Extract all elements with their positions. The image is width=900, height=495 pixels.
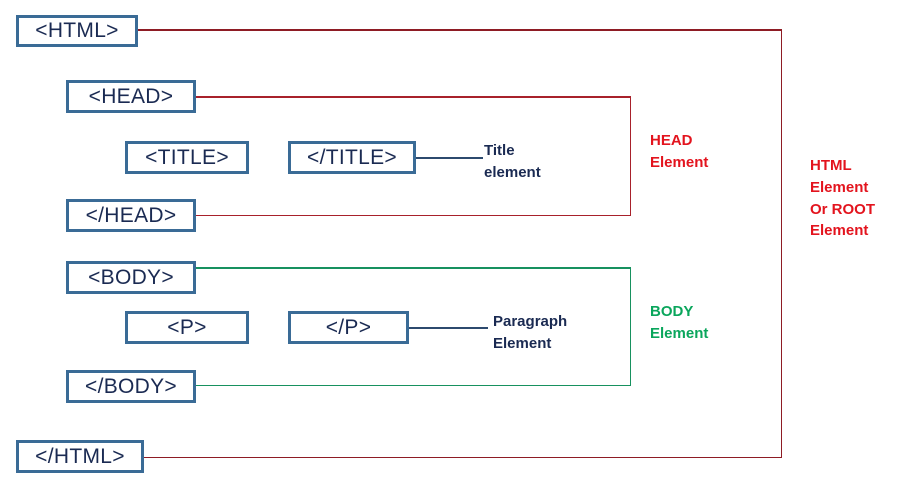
html-bracket-right-line (780, 29, 782, 458)
tag-box-body-close-label: </BODY> (85, 374, 177, 398)
tag-box-p-open-label: <P> (167, 315, 207, 339)
tag-box-head-open-label: <HEAD> (88, 84, 174, 108)
tag-box-body-open-label: <BODY> (88, 265, 174, 289)
label-paragraph-element: Paragraph Element (493, 313, 568, 352)
tag-box-html-close-label: </HTML> (35, 444, 125, 468)
head-bracket-bottom-line (195, 214, 631, 216)
tag-box-title-open[interactable]: <TITLE> (125, 141, 249, 174)
tag-box-head-close-label: </HEAD> (85, 203, 177, 227)
label-html-element: HTML Element Or ROOT Element (810, 157, 876, 240)
html-bracket-bottom-line (144, 456, 782, 458)
body-bracket-top-line (195, 267, 631, 269)
title-connector-line (415, 157, 483, 159)
tag-box-title-close[interactable]: </TITLE> (288, 141, 416, 174)
tag-box-p-close[interactable]: </P> (288, 311, 409, 344)
label-title-element: Title element (484, 142, 541, 181)
head-bracket-right-line (629, 96, 631, 216)
html-bracket-top-line (137, 29, 782, 31)
tag-box-body-close[interactable]: </BODY> (66, 370, 196, 403)
body-bracket-bottom-line (195, 384, 631, 386)
head-bracket-top-line (195, 96, 631, 98)
tag-box-html-close[interactable]: </HTML> (16, 440, 144, 473)
head-element-bracket (195, 96, 632, 216)
tag-box-head-close[interactable]: </HEAD> (66, 199, 196, 232)
html-element-bracket (137, 29, 784, 458)
tag-box-head-open[interactable]: <HEAD> (66, 80, 196, 113)
body-element-bracket (195, 267, 632, 386)
tag-box-p-close-label: </P> (325, 315, 372, 339)
body-bracket-right-line (629, 267, 631, 386)
tag-box-p-open[interactable]: <P> (125, 311, 249, 344)
label-body-element: BODY Element (650, 303, 709, 342)
tag-box-title-close-label: </TITLE> (307, 145, 397, 169)
paragraph-connector-line (408, 327, 488, 329)
tag-box-title-open-label: <TITLE> (145, 145, 229, 169)
tag-box-body-open[interactable]: <BODY> (66, 261, 196, 294)
label-head-element: HEAD Element (650, 132, 709, 171)
tag-box-html-open[interactable]: <HTML> (16, 15, 138, 47)
tag-box-html-open-label: <HTML> (35, 19, 119, 42)
